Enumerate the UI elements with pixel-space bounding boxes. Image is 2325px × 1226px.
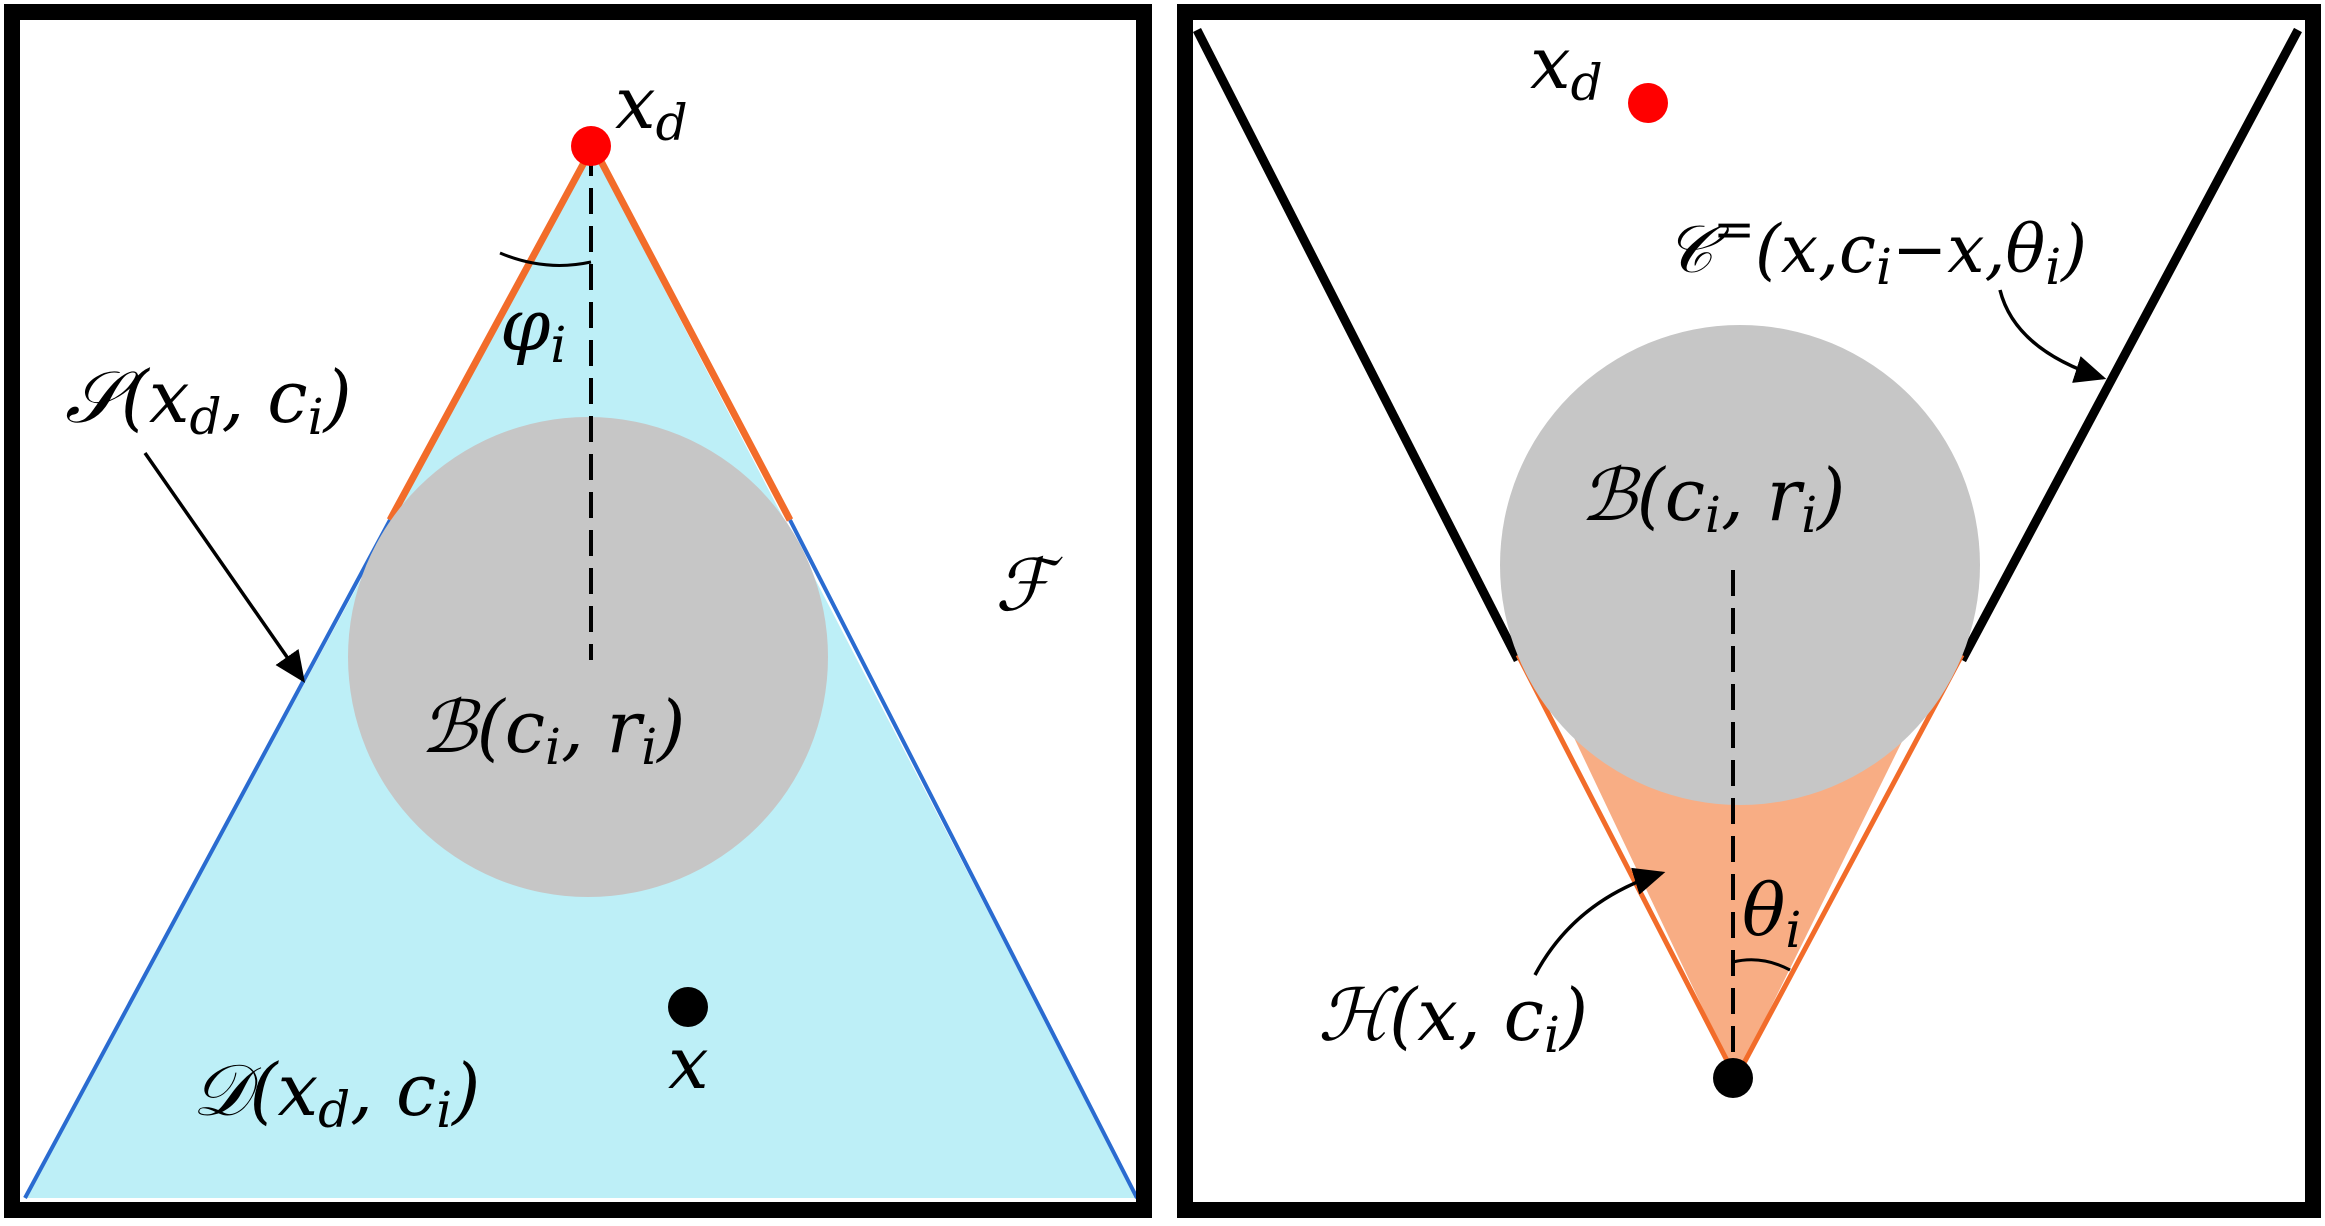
phi-label: φi bbox=[500, 283, 566, 374]
region-d-right-edge bbox=[788, 519, 1139, 1199]
cone-label: 𝒞=(x,ci−x,θi) bbox=[1665, 200, 2087, 296]
goal-point bbox=[571, 126, 611, 166]
angle-arc bbox=[499, 251, 592, 267]
cone-right-edge bbox=[1958, 27, 2302, 663]
free-space-label: ℱ bbox=[995, 543, 1063, 627]
robot-point bbox=[668, 987, 708, 1027]
shadow-arrow bbox=[143, 452, 305, 683]
region-label: 𝒟(xd, ci) bbox=[192, 1048, 480, 1139]
ball-label-right: ℬ(ci, ri) bbox=[1580, 453, 1845, 544]
theta-arc bbox=[1732, 958, 1791, 972]
left-frame bbox=[4, 4, 1152, 1218]
goal-point-right bbox=[1628, 83, 1668, 123]
goal-label: xd bbox=[615, 61, 688, 152]
shadow-label: 𝒮(xd, ci) bbox=[65, 355, 352, 446]
obstacle-ball-right bbox=[1500, 325, 1980, 805]
cone-arrow bbox=[1998, 289, 2107, 383]
shadow-left-edge bbox=[386, 144, 597, 522]
hull-arrow bbox=[1533, 867, 1666, 976]
cone-left-edge bbox=[1192, 27, 1523, 663]
right-panel: xd 𝒞=(x,ci−x,θi) ℬ(ci, ri) θi ℋ(x, ci) bbox=[1177, 4, 2321, 1218]
left-panel: xd φi 𝒮(xd, ci) ℬ(ci, ri) ℱ 𝒟(xd, ci) x bbox=[4, 4, 1152, 1218]
region-d-left-edge bbox=[23, 519, 392, 1199]
hull-right-edge bbox=[1733, 653, 1965, 1080]
robot-point-right bbox=[1713, 1058, 1753, 1098]
hull-label: ℋ(x, ci) bbox=[1318, 973, 1588, 1064]
obstacle-ball bbox=[348, 417, 828, 897]
shadow-right-edge bbox=[589, 144, 794, 522]
ball-label-left: ℬ(ci, ri) bbox=[420, 685, 685, 776]
hull-left-edge bbox=[1515, 653, 1739, 1080]
robot-label: x bbox=[668, 1021, 709, 1105]
goal-label-right: xd bbox=[1530, 21, 1603, 112]
right-frame bbox=[1177, 4, 2321, 1218]
theta-label: θi bbox=[1742, 868, 1801, 959]
